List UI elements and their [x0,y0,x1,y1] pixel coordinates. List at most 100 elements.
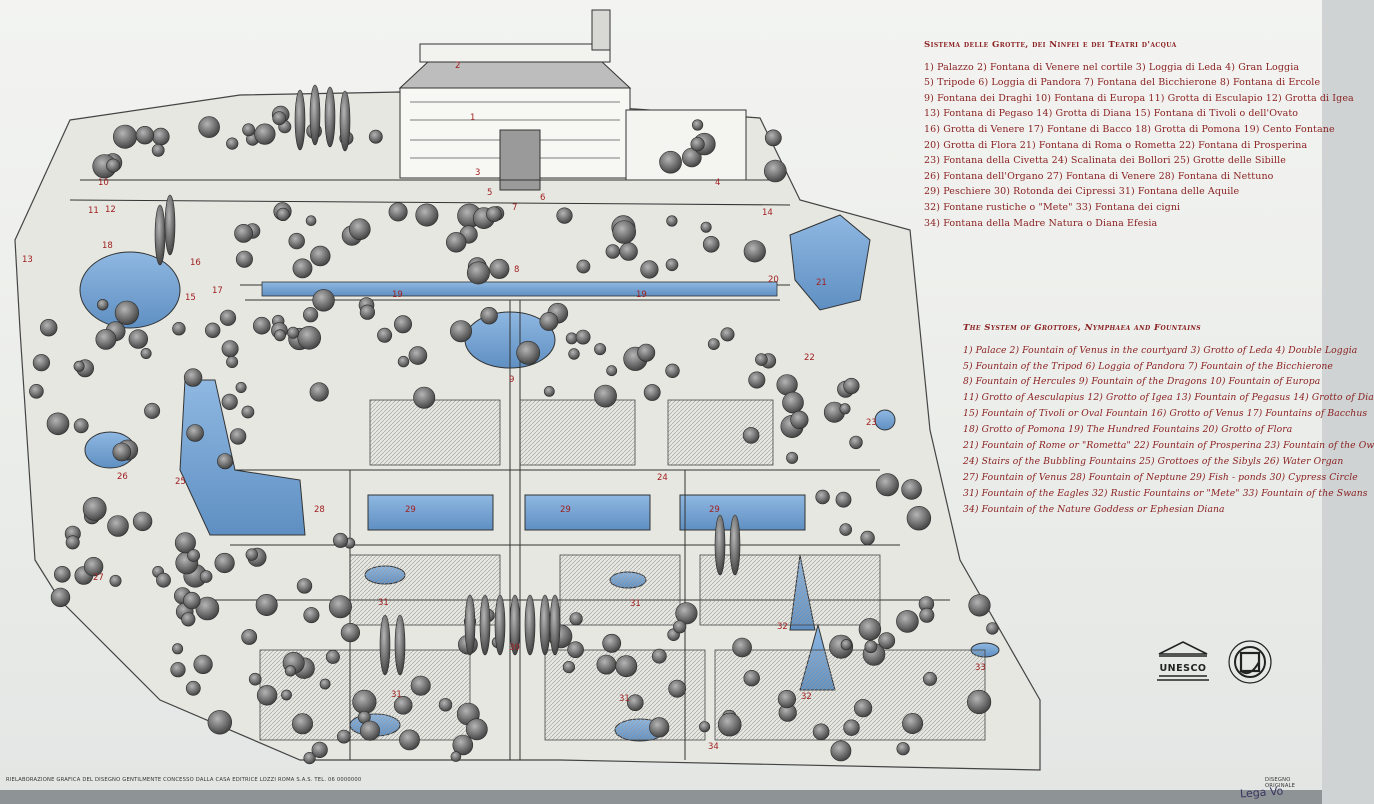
tree-canopy [332,532,348,548]
map-label-33: 33 [975,663,986,673]
tree-canopy [691,119,704,131]
tree-canopy [565,332,578,345]
tree-canopy [73,418,89,434]
cypress-tree [479,594,491,656]
tree-canopy [651,648,667,664]
palace-building [398,9,747,191]
tree-canopy [292,258,313,279]
map-label-26: 26 [117,472,128,482]
cypress-tree [729,514,741,576]
tree-canopy [135,125,155,145]
tree-canopy [902,712,924,734]
tree-canopy [348,218,371,240]
tree-canopy [305,215,317,226]
map-label-29: 29 [560,505,571,515]
legend-italian-row: 26) Fontana dell'Organo 27) Fontana di V… [924,170,1274,182]
tree-canopy [858,618,882,641]
tree-canopy [602,633,622,653]
legend-english-title: The System of Grottoes, Nymphaea and Fou… [963,323,1202,333]
map-label-2: 2 [455,61,460,71]
tree-canopy [539,312,559,331]
cypress-tree [549,594,561,656]
tree-canopy [843,377,860,395]
tree-canopy [835,491,852,508]
tree-canopy [966,689,992,715]
tree-canopy [272,111,287,126]
cypress-group [154,84,741,676]
tree-canopy [612,220,637,244]
tree-canopy [245,548,259,561]
tree-canopy [596,654,617,675]
tree-canopy [151,143,165,157]
legend-italian-row: 20) Grotta di Flora 21) Fontana di Roma … [924,139,1308,151]
tree-canopy [368,129,383,144]
tree-canopy [359,720,380,741]
legend-italian-title: Sistema delle Grotte, dei Ninfei e dei T… [924,40,1177,50]
tree-canopy [466,261,490,285]
tree-canopy [226,137,239,150]
tree-canopy [393,315,412,334]
sign-frame-bottom [0,790,1322,804]
legend-italian-row: 5) Tripode 6) Loggia di Pandora 7) Fonta… [924,77,1321,89]
tree-canopy [128,329,149,349]
tree-canopy [700,221,712,233]
map-label-7: 7 [512,203,517,213]
tree-canopy [83,556,104,577]
cypress-tree [524,594,536,656]
tree-canopy [922,671,937,686]
map-label-1: 1 [470,113,475,123]
legend-english-row: 34) Fountain of the Nature Goddess or Ep… [963,503,1225,515]
tree-canopy [241,405,255,419]
tree-canopy [673,620,687,634]
tree-canopy [46,412,70,436]
cypress-tree [154,204,166,266]
tree-canopy [830,740,852,762]
tree-canopy [113,124,138,149]
tree-canopy [853,699,873,718]
tree-canopy [864,640,878,654]
legend-italian-row: 16) Grotta di Venere 17) Fontane di Bacc… [924,123,1335,135]
tree-canopy [274,329,286,342]
cypress-tree [494,594,506,656]
legend-english-row: 8) Fountain of Hercules 9) Fountain of t… [963,376,1321,388]
tree-canopy [562,660,576,674]
tree-canopy [254,123,276,145]
map-label-24: 24 [657,473,668,483]
legend-english-row: 15) Fountain of Tivoli or Oval Fountain … [963,408,1368,420]
legend-english-row: 11) Grotto of Aesculapius 12) Grotto of … [963,392,1374,404]
tree-canopy [359,304,376,320]
tree-canopy [594,384,617,408]
map-label-30: 30 [509,643,520,653]
tree-canopy [410,675,431,696]
villa-garden-map: 1234567891011121314151617181919202122232… [14,9,1041,771]
tree-canopy [219,309,237,326]
tree-canopy [186,424,204,442]
tree-canopy [438,698,453,712]
map-label-27: 27 [93,573,104,583]
tree-canopy [690,137,705,152]
credit-note-left: RIELABORAZIONE GRAFICA DEL DISEGNO GENTI… [6,777,362,783]
tree-canopy [40,319,58,337]
tree-canopy [181,612,196,627]
tree-canopy [763,159,787,183]
tree-canopy [96,299,109,311]
tree-canopy [29,383,44,399]
tree-canopy [901,479,922,500]
map-label-32: 32 [801,692,812,702]
tree-canopy [643,384,661,401]
tree-canopy [276,207,290,221]
tree-canopy [675,602,698,625]
tree-canopy [605,244,620,259]
map-label-22: 22 [804,353,815,363]
tree-canopy [486,206,502,222]
tree-canopy [248,672,262,686]
tree-canopy [291,713,313,735]
tree-canopy [569,612,583,626]
map-label-31: 31 [378,598,389,608]
map-label-23: 23 [866,418,877,428]
tree-canopy [732,637,752,658]
tree-canopy [287,326,300,339]
tree-canopy [336,729,351,744]
tree-canopy [183,591,201,610]
